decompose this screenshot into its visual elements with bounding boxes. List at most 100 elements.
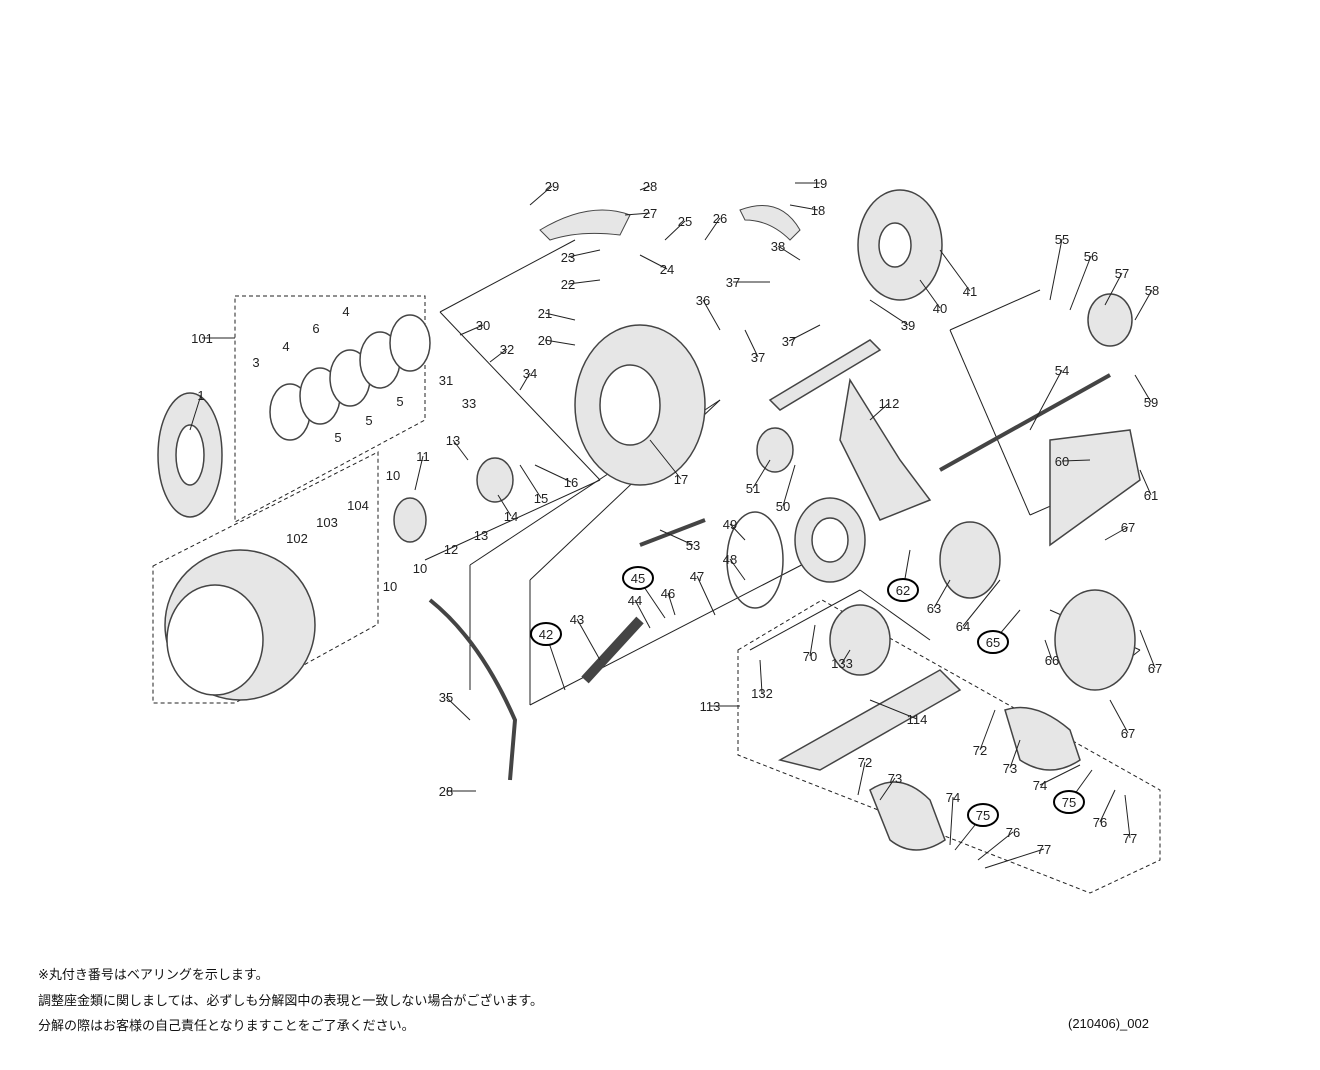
rotor-nut-plate: [476, 457, 514, 503]
leader-line: [984, 848, 1045, 869]
part-label: 64: [956, 619, 970, 634]
leader-line: [977, 831, 1014, 861]
leader-line: [459, 324, 484, 336]
note-shims: 調整座金類に関しましては、必ずしも分解図中の表現と一致しない場合がございます。: [38, 994, 544, 1009]
leader-line: [189, 394, 202, 431]
bearing-part-label: 62: [896, 583, 910, 598]
part-label: 67: [1121, 726, 1135, 741]
part-label: 6: [312, 321, 319, 336]
part-label: 66: [1045, 653, 1059, 668]
group-line: [949, 289, 1041, 331]
leader-line: [1104, 272, 1123, 306]
part-label: 59: [1144, 395, 1158, 410]
part-label: 33: [462, 396, 476, 411]
part-label: 72: [973, 743, 987, 758]
spool-lip: [166, 584, 264, 696]
part-label: 5: [365, 413, 372, 428]
part-label: 11: [416, 449, 430, 464]
leader-line: [1134, 374, 1152, 403]
part-label: 19: [813, 176, 827, 191]
body-cover: [1054, 589, 1136, 691]
part-label: 10: [413, 561, 427, 576]
part-label: 24: [660, 262, 674, 277]
part-label: 44: [628, 593, 642, 608]
part-label: 5: [396, 394, 403, 409]
part-label: 70: [803, 649, 817, 664]
part-label: 18: [811, 203, 825, 218]
part-label: 37: [751, 350, 765, 365]
part-label: 34: [523, 366, 537, 381]
leader-line: [639, 254, 668, 270]
part-drawings: [157, 189, 1141, 851]
leader-line: [489, 348, 508, 363]
leader-line: [1039, 764, 1081, 786]
shaft-53: [639, 518, 706, 547]
leader-line: [639, 185, 651, 191]
leader-line: [782, 464, 796, 507]
leader-line: [664, 220, 686, 241]
leader-line: [777, 245, 801, 261]
drag-washer: [389, 314, 431, 372]
part-label: 31: [439, 373, 453, 388]
part-label: 12: [444, 542, 458, 557]
part-label: 112: [879, 396, 900, 411]
part-label: 3: [252, 355, 259, 370]
part-label: 76: [1093, 815, 1107, 830]
leader-line: [534, 464, 572, 483]
group-line: [749, 589, 861, 651]
part-label: 102: [286, 531, 308, 546]
part-label: 50: [776, 499, 790, 514]
leader-line: [1044, 639, 1053, 661]
part-label: 57: [1115, 266, 1129, 281]
leader-line: [949, 796, 954, 846]
assembly-box: [737, 599, 1161, 894]
part-label: 23: [561, 250, 575, 265]
part-label: 76: [1006, 825, 1020, 840]
part-label: 14: [504, 509, 518, 524]
handle-knob: [1004, 706, 1081, 771]
leader-line: [519, 464, 542, 499]
part-label: 77: [1037, 842, 1051, 857]
bearing-part-label: 45: [631, 571, 645, 586]
part-label: 67: [1148, 661, 1162, 676]
part-label: 40: [933, 301, 947, 316]
leader-line: [879, 777, 896, 801]
part-label: 21: [538, 306, 552, 321]
part-label: 67: [1121, 520, 1135, 535]
part-label: 55: [1055, 232, 1069, 247]
leader-line: [789, 204, 819, 211]
leader-line: [1124, 794, 1131, 839]
assembly-box: [152, 451, 379, 704]
part-label: 37: [782, 334, 796, 349]
leader-line: [869, 402, 890, 421]
group-line: [949, 329, 1031, 516]
drive-gear: [939, 521, 1001, 599]
leader-line: [1104, 526, 1129, 541]
reel-body-foot: [768, 339, 932, 521]
leader-line: [452, 439, 469, 461]
part-label: 74: [946, 790, 960, 805]
worm-shaft: [581, 616, 644, 684]
part-label: 10: [386, 468, 400, 483]
body-front-inner: [811, 517, 849, 563]
oscillation-slider: [1049, 429, 1141, 547]
part-label: 17: [674, 472, 688, 487]
rotor-inner: [599, 364, 661, 446]
leader-line: [1029, 369, 1063, 431]
leader-line: [1069, 255, 1092, 311]
part-label: 54: [1055, 363, 1069, 378]
leader-line: [544, 339, 576, 346]
part-label: 22: [561, 277, 575, 292]
part-label: 133: [831, 656, 853, 671]
assembly-box: [234, 295, 426, 523]
gear-11: [393, 497, 427, 543]
pinion-gear: [726, 511, 784, 609]
part-label: 58: [1145, 283, 1159, 298]
bearing-circle: [977, 630, 1009, 654]
part-label: 4: [342, 304, 349, 319]
bail-wire: [428, 598, 518, 781]
part-label: 35: [439, 690, 453, 705]
bearing-circle: [530, 622, 562, 646]
part-label: 41: [963, 284, 977, 299]
